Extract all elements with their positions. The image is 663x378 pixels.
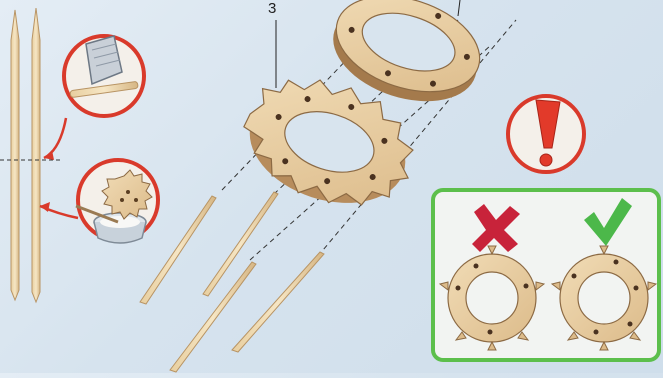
glue-pot-icon (94, 213, 146, 243)
cut-callout (44, 36, 144, 160)
part-number-label: 3 (268, 0, 276, 17)
comparison-panel (433, 190, 659, 360)
exclamation-icon (508, 96, 584, 172)
glue-callout (40, 160, 158, 243)
diagonal-toothpicks (140, 192, 324, 372)
top-ring-leader (458, 0, 460, 16)
